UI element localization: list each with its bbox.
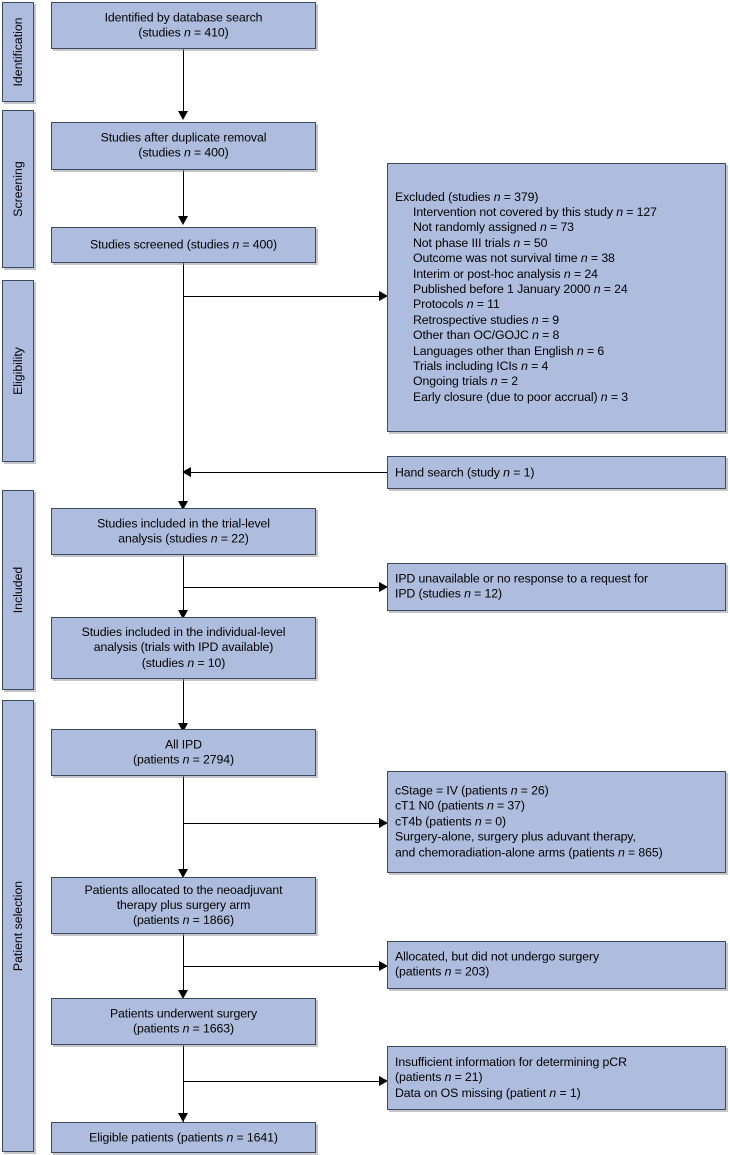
- connector-to-patient-exclusions: [183, 823, 380, 824]
- arrowhead-down: [178, 216, 188, 225]
- box-line: (patients n = 2794): [132, 752, 234, 767]
- connector-trunk-to-trial-level: [183, 472, 184, 504]
- box-line: (patients n = 21): [395, 1070, 483, 1085]
- arrowhead-down: [178, 501, 188, 510]
- excluded-reason: Languages other than English n = 6: [413, 343, 605, 358]
- excluded-reason: Published before 1 January 2000 n = 24: [413, 282, 628, 297]
- box-line: Allocated, but did not undergo surgery: [395, 949, 600, 964]
- box-line: (patients n = 1866): [132, 913, 234, 928]
- box-hand-search: Hand search (study n = 1): [387, 456, 726, 489]
- box-identified-by-database-search: Identified by database search (studies n…: [51, 2, 316, 49]
- excluded-reason: Intervention not covered by this study n…: [413, 205, 657, 220]
- arrowhead-down: [178, 610, 188, 619]
- box-line: Patients underwent surgery: [109, 1006, 258, 1021]
- box-line: Eligible patients (patients n = 1641): [89, 1129, 278, 1144]
- connector-to-excluded: [183, 296, 380, 297]
- excluded-reason: Other than OC/GOJC n = 8: [413, 328, 560, 343]
- stage-label-eligibility: Eligibility: [2, 280, 34, 462]
- connector-hand-search: [190, 472, 387, 473]
- excluded-reason: Trials including ICIs n = 4: [413, 359, 549, 374]
- exclusion-line: cStage = IV (patients n = 26): [395, 783, 549, 798]
- box-all-ipd: All IPD (patients n = 2794): [51, 729, 316, 776]
- arrowhead-down: [178, 990, 188, 999]
- box-line: IPD unavailable or no response to a requ…: [395, 571, 649, 586]
- excluded-reason: Ongoing trials n = 2: [413, 374, 518, 389]
- box-line: (patients n = 1663): [132, 1021, 234, 1036]
- box-patients-allocated-neoadjuvant: Patients allocated to the neoadjuvant th…: [51, 877, 316, 934]
- connector-identified-to-duplicates: [183, 48, 184, 113]
- box-line: Identified by database search: [104, 10, 263, 25]
- box-line: All IPD: [165, 737, 202, 752]
- connector-individual-to-allipd: [183, 679, 184, 725]
- box-studies-included-trial-level: Studies included in the trial-level anal…: [51, 508, 316, 555]
- exclusion-line: cT1 N0 (patients n = 37): [395, 798, 525, 813]
- stage-label-text: Screening: [11, 161, 25, 217]
- arrowhead-down: [178, 869, 188, 878]
- connector-surgery-to-eligible: [183, 1045, 184, 1123]
- box-ipd-unavailable: IPD unavailable or no response to a requ…: [387, 563, 726, 611]
- arrowhead-right: [379, 818, 388, 828]
- box-line: Studies included in the individual-level: [81, 624, 286, 639]
- box-line: (studies n = 400): [138, 146, 229, 160]
- box-line: analysis (studies n = 22): [118, 531, 249, 546]
- stage-label-text: Eligibility: [11, 347, 25, 395]
- box-line: Studies screened (studies n = 400): [90, 237, 277, 252]
- exclusion-line: cT4b (patients n = 0): [395, 814, 507, 829]
- box-line: Studies included in the trial-level: [97, 516, 270, 531]
- connector-screened-trunk: [183, 263, 184, 472]
- arrowhead-left: [182, 467, 191, 477]
- connector-trial-to-individual: [183, 555, 184, 612]
- connector-to-insufficient: [183, 1081, 380, 1082]
- box-insufficient-information: Insufficient information for determining…: [387, 1046, 726, 1110]
- connector-to-no-surgery: [183, 966, 380, 967]
- stage-label-included: Included: [2, 490, 34, 690]
- excluded-reason: Retrospective studies n = 9: [413, 312, 559, 327]
- box-line: Patients allocated to the neoadjuvant: [84, 882, 283, 897]
- stage-label-text: Identification: [11, 17, 25, 87]
- connector-to-ipd-unavailable: [183, 587, 380, 588]
- box-patients-underwent-surgery: Patients underwent surgery (patients n =…: [51, 998, 316, 1045]
- stage-label-screening: Screening: [2, 110, 34, 268]
- box-studies-after-duplicate-removal: Studies after duplicate removal (studies…: [51, 122, 316, 170]
- box-line: (studies n = 10): [141, 655, 226, 670]
- box-studies-included-individual-level: Studies included in the individual-level…: [51, 617, 316, 679]
- arrowhead-right: [379, 291, 388, 301]
- box-patient-exclusions: cStage = IV (patients n = 26) cT1 N0 (pa…: [387, 771, 726, 873]
- excluded-reason: Protocols n = 11: [413, 297, 500, 312]
- exclusion-line: and chemoradiation-alone arms (patients …: [395, 845, 663, 860]
- connector-duplicates-to-screened: [183, 170, 184, 218]
- box-line: Data on OS missing (patient n = 1): [395, 1085, 581, 1100]
- box-line: therapy plus surgery arm: [116, 897, 251, 912]
- arrowhead-right: [379, 582, 388, 592]
- box-line: Insufficient information for determining…: [395, 1054, 627, 1069]
- box-line: IPD (studies n = 12): [395, 587, 503, 601]
- exclusion-line: Surgery-alone, surgery plus aduvant ther…: [395, 829, 636, 844]
- box-studies-screened: Studies screened (studies n = 400): [51, 227, 316, 263]
- excluded-header: Excluded (studies n = 379): [395, 189, 539, 204]
- arrowhead-down: [178, 111, 188, 120]
- excluded-reason: Early closure (due to poor accrual) n = …: [413, 389, 628, 404]
- box-excluded-studies: Excluded (studies n = 379) Intervention …: [387, 163, 726, 432]
- excluded-reason: Not randomly assigned n = 73: [413, 220, 574, 235]
- box-line: Hand search (study n = 1): [395, 464, 535, 479]
- stage-label-patient-selection: Patient selection: [2, 700, 34, 1152]
- stage-label-text: Included: [11, 566, 25, 614]
- box-line: analysis (trials with IPD available): [93, 640, 274, 655]
- arrowhead-right: [379, 961, 388, 971]
- arrowhead-down: [178, 1113, 188, 1122]
- excluded-reason: Outcome was not survival time n = 38: [413, 251, 615, 266]
- stage-label-text: Patient selection: [11, 880, 25, 972]
- arrowhead-right: [379, 1076, 388, 1086]
- box-line: Studies after duplicate removal: [100, 130, 267, 145]
- excluded-reason: Interim or post-hoc analysis n = 24: [413, 266, 598, 281]
- excluded-reason: Not phase III trials n = 50: [413, 235, 548, 250]
- connector-allocated-to-surgery: [183, 934, 184, 992]
- box-eligible-patients: Eligible patients (patients n = 1641): [51, 1122, 316, 1153]
- box-allocated-no-surgery: Allocated, but did not undergo surgery (…: [387, 941, 726, 989]
- arrowhead-down: [178, 723, 188, 732]
- box-line: (patients n = 203): [395, 965, 490, 979]
- stage-label-identification: Identification: [2, 2, 34, 102]
- box-line: (studies n = 410): [138, 25, 229, 40]
